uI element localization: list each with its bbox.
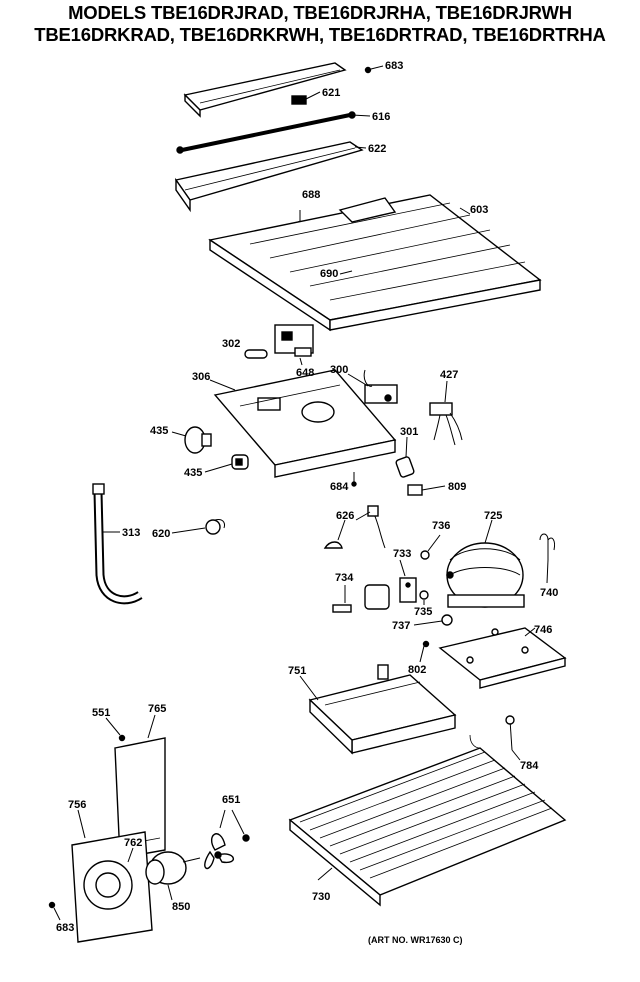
label-734: 734	[335, 572, 354, 584]
label-733: 733	[393, 548, 411, 560]
label-313: 313	[122, 527, 140, 539]
label-300: 300	[330, 364, 348, 376]
screw-683-top	[364, 66, 372, 74]
part-784	[505, 715, 515, 751]
label-648: 648	[296, 367, 314, 379]
label-301: 301	[400, 426, 418, 438]
label-620: 620	[152, 528, 170, 540]
trough-part-622	[174, 141, 364, 213]
compressor-725	[446, 542, 525, 608]
label-751: 751	[288, 665, 306, 677]
label-683-bottom: 683	[56, 922, 74, 934]
diagram-title: MODELS TBE16DRJRAD, TBE16DRJRHA, TBE16DR…	[0, 0, 640, 52]
fan-blade-651	[204, 833, 250, 870]
label-725: 725	[484, 510, 502, 522]
screw-683-bottom	[48, 901, 56, 909]
label-306: 306	[192, 371, 210, 383]
bulb-part-435	[184, 426, 212, 454]
part-737	[441, 614, 453, 626]
part-740	[539, 533, 555, 560]
part-620	[205, 519, 225, 535]
rod-part-616	[176, 111, 356, 154]
part-735	[419, 590, 429, 600]
label-427: 427	[440, 369, 458, 381]
shield-part-621	[183, 62, 347, 118]
part-734	[332, 584, 390, 613]
label-622: 622	[368, 143, 386, 155]
part-733	[399, 577, 417, 603]
part-809	[407, 484, 423, 496]
label-603: 603	[470, 204, 488, 216]
control-housing-306	[213, 369, 397, 478]
label-730: 730	[312, 891, 330, 903]
label-737: 737	[392, 620, 410, 632]
label-850: 850	[172, 901, 190, 913]
part-302	[244, 349, 268, 359]
label-302: 302	[222, 338, 240, 350]
switch-part-300	[363, 369, 398, 404]
fan-motor-850	[145, 851, 201, 885]
label-762: 762	[124, 837, 142, 849]
label-684: 684	[330, 481, 349, 493]
label-765: 765	[148, 703, 166, 715]
label-802: 802	[408, 664, 426, 676]
label-740: 740	[540, 587, 558, 599]
label-809: 809	[448, 481, 466, 493]
connector-part-427	[429, 402, 463, 446]
label-756: 756	[68, 799, 86, 811]
title-line-1: MODELS TBE16DRJRAD, TBE16DRJRHA, TBE16DR…	[68, 2, 572, 23]
part-626	[323, 505, 386, 549]
part-301	[395, 456, 415, 478]
evaporator-cover-603	[208, 194, 542, 332]
label-621: 621	[322, 87, 340, 99]
part-551	[118, 734, 126, 742]
label-735: 735	[414, 606, 432, 618]
label-784: 784	[520, 760, 539, 772]
screw-684	[351, 472, 357, 487]
label-651: 651	[222, 794, 240, 806]
title-line-2: TBE16DRKRAD, TBE16DRKRWH, TBE16DRTRAD, T…	[34, 24, 606, 45]
label-746: 746	[534, 624, 552, 636]
control-part-648	[274, 324, 314, 357]
drain-pan-751	[308, 664, 457, 755]
label-683-top: 683	[385, 60, 403, 72]
condenser-730	[288, 734, 567, 907]
label-551: 551	[92, 707, 110, 719]
label-616: 616	[372, 111, 390, 123]
label-690: 690	[320, 268, 338, 280]
base-plate-746	[438, 627, 567, 689]
label-435-bulb: 435	[150, 425, 168, 437]
socket-part-435	[231, 454, 249, 470]
fan-shroud-756	[71, 831, 153, 943]
label-435-socket: 435	[184, 467, 202, 479]
art-number: (ART NO. WR17630 C)	[368, 935, 463, 945]
label-736: 736	[432, 520, 450, 532]
label-688: 688	[302, 189, 320, 201]
part-736	[420, 550, 430, 560]
part-802	[422, 640, 430, 648]
label-626: 626	[336, 510, 354, 522]
drain-tube-313	[92, 483, 143, 605]
